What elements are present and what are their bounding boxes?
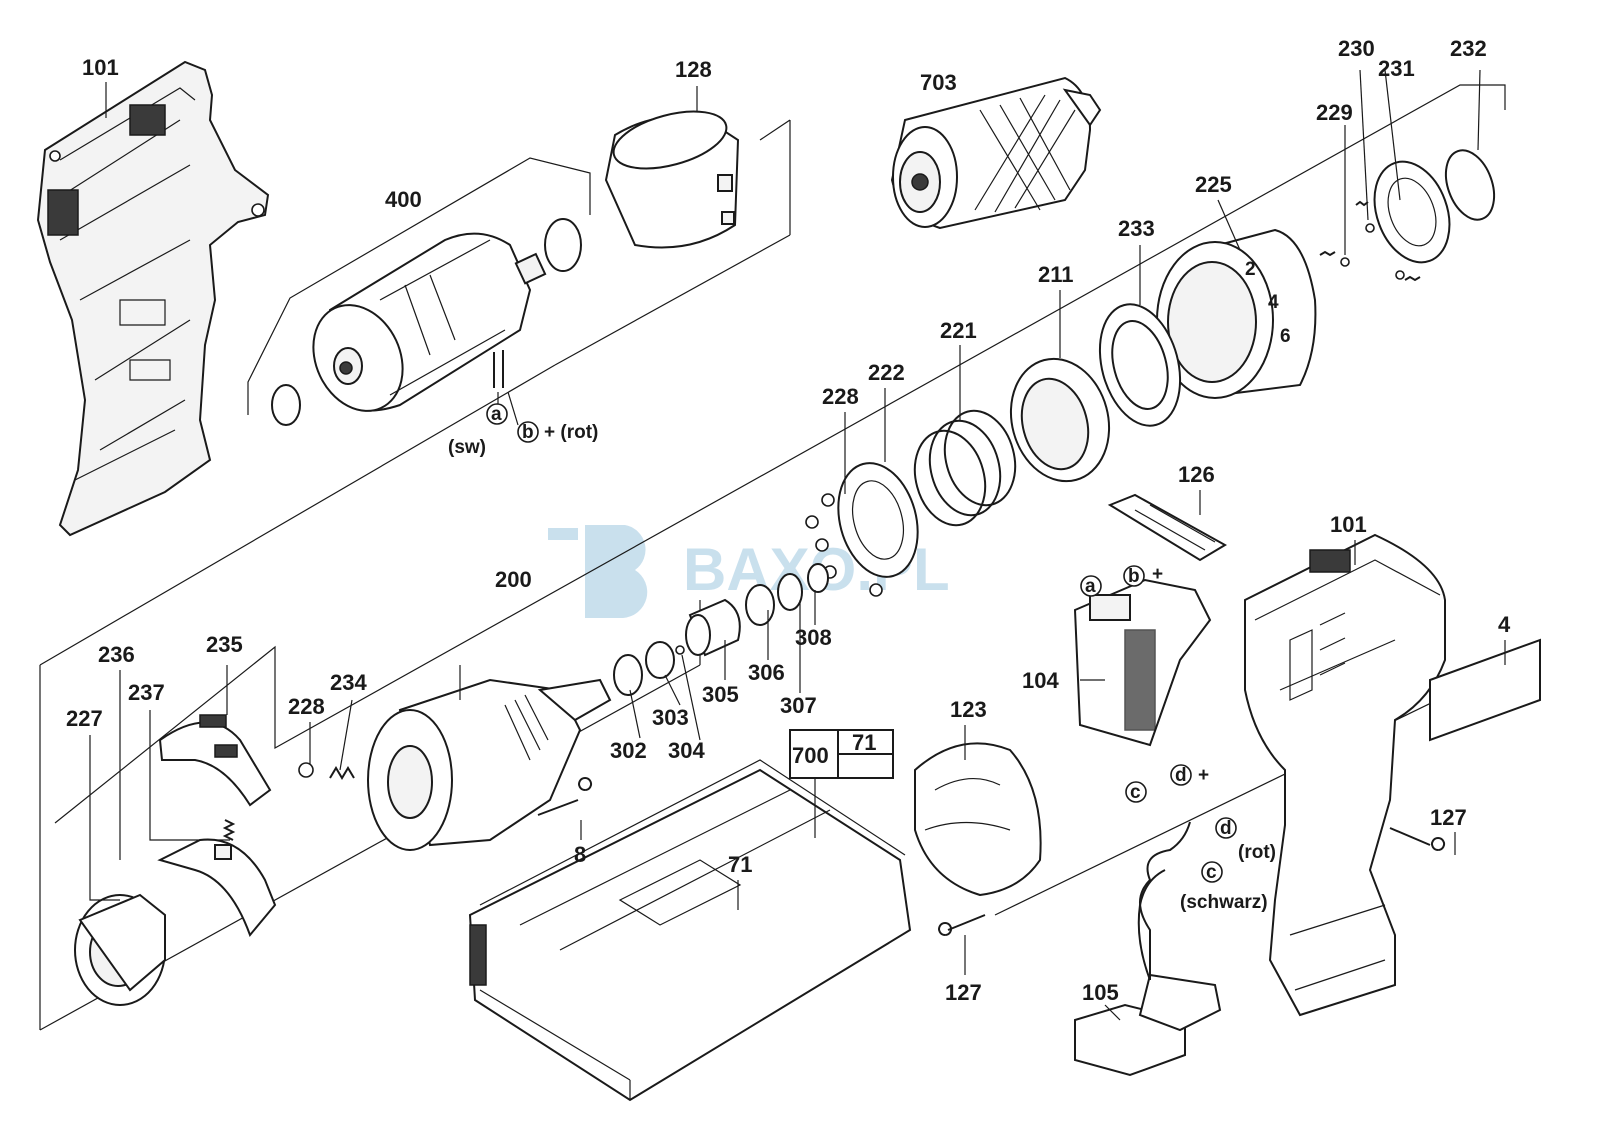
label-126: 126	[1178, 462, 1215, 487]
selector-236	[157, 838, 277, 937]
balls-228	[298, 493, 883, 778]
shaft-parts-300	[613, 563, 829, 696]
label-228-left: 228	[288, 694, 325, 719]
label-232: 232	[1450, 36, 1487, 61]
label-105: 105	[1082, 980, 1119, 1005]
spring-221	[913, 409, 1017, 527]
wire-a-motor: a	[491, 404, 502, 425]
label-703: 703	[920, 70, 957, 95]
wire-schwarz: (schwarz)	[1180, 892, 1268, 913]
collar-number-4: 4	[1268, 292, 1279, 313]
label-400: 400	[385, 187, 422, 212]
label-222: 222	[868, 360, 905, 385]
label-101-left: 101	[82, 55, 119, 80]
label-227: 227	[66, 706, 103, 731]
label-233: 233	[1118, 216, 1155, 241]
housing-assembled-right	[1244, 533, 1446, 1017]
label-229: 229	[1316, 100, 1353, 125]
housing-half-left	[36, 60, 270, 537]
selector-235	[158, 714, 272, 807]
terminal-105	[1074, 821, 1222, 1077]
wire-c-terminal: c	[1206, 862, 1217, 883]
wire-sw: (sw)	[448, 437, 486, 458]
part-number-labels: 101 128 703 230 231 232 229 225 233 211 …	[66, 36, 1511, 1005]
label-307: 307	[780, 693, 817, 718]
label-237: 237	[128, 680, 165, 705]
label-308: 308	[795, 625, 832, 650]
switch-104	[1073, 578, 1212, 747]
washer-233	[1098, 303, 1182, 427]
label-101-right: 101	[1330, 512, 1367, 537]
wire-d-plus: +	[1198, 765, 1209, 786]
ring-gear-211	[1009, 357, 1111, 483]
label-71-case: 71	[728, 852, 752, 877]
label-228-top: 228	[822, 384, 859, 409]
label-306: 306	[748, 660, 785, 685]
chuck-703	[890, 76, 1102, 230]
wire-d-switch: d	[1175, 765, 1187, 786]
wire-c-switch: c	[1130, 782, 1141, 803]
label-234: 234	[330, 670, 367, 695]
label-231: 231	[1378, 56, 1415, 81]
cover-123	[914, 742, 1042, 897]
label-225: 225	[1195, 172, 1232, 197]
label-200: 200	[495, 567, 532, 592]
collar-number-2: 2	[1245, 259, 1256, 280]
carrying-case-700	[468, 759, 912, 1102]
label-700: 700	[792, 743, 829, 768]
wire-b-plus: +	[1152, 564, 1163, 585]
label-235: 235	[206, 632, 243, 657]
wire-plus-rot: + (rot)	[544, 422, 598, 443]
spring-234	[329, 766, 355, 780]
motor-400	[312, 232, 547, 412]
parts-box	[789, 729, 894, 838]
label-211: 211	[1038, 262, 1074, 287]
label-302: 302	[610, 738, 647, 763]
label-104: 104	[1022, 668, 1059, 693]
label-303: 303	[652, 705, 689, 730]
screws	[537, 777, 1446, 936]
label-221: 221	[940, 318, 977, 343]
label-127-right: 127	[1430, 805, 1467, 830]
wire-b-switch: b	[1128, 566, 1140, 587]
label-4: 4	[1498, 612, 1511, 637]
lock-126	[1107, 493, 1227, 562]
wiring-labels: a b + (rot) (sw) a b + c d + d (rot) c (…	[448, 403, 1276, 913]
label-304: 304	[668, 738, 705, 763]
wire-rot: (rot)	[1238, 842, 1276, 863]
rings-230-232	[1319, 149, 1496, 282]
leader-lines	[89, 69, 1506, 1021]
ring-128	[604, 110, 740, 249]
wire-d-terminal: d	[1220, 818, 1232, 839]
label-230: 230	[1338, 36, 1375, 61]
plate-222	[837, 462, 919, 578]
torque-collar-225: 2 4 6	[1156, 228, 1317, 399]
gearbox-200	[367, 678, 612, 851]
spring-237	[222, 819, 236, 841]
nameplate-4	[1429, 638, 1541, 742]
label-128: 128	[675, 57, 712, 82]
washer-400-right	[544, 218, 582, 272]
coupling-227	[74, 893, 166, 1006]
label-127-bottom: 127	[945, 980, 982, 1005]
label-305: 305	[702, 682, 739, 707]
wire-b-motor: b	[522, 422, 534, 443]
washer-400-left	[271, 384, 301, 426]
label-123: 123	[950, 697, 987, 722]
label-236: 236	[98, 642, 135, 667]
wire-a-switch: a	[1085, 576, 1096, 597]
collar-number-6: 6	[1280, 326, 1291, 347]
label-8: 8	[574, 842, 586, 867]
label-71-box: 71	[852, 730, 876, 755]
